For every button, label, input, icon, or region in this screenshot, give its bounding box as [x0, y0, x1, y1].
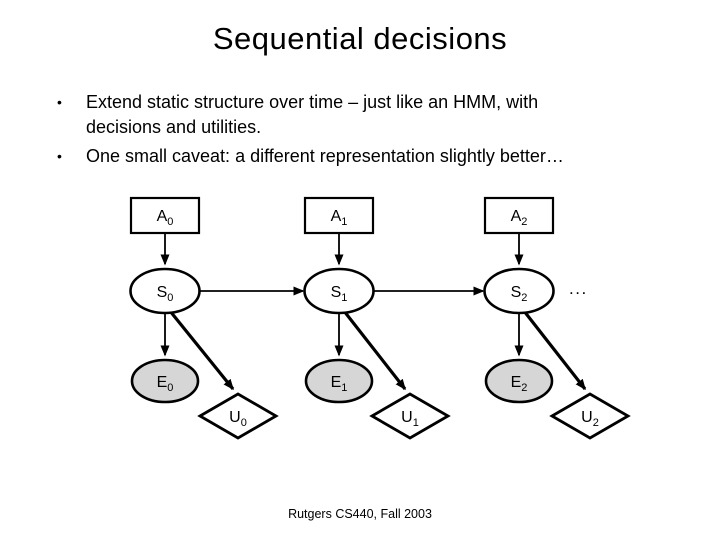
edge-S1-U1	[342, 310, 407, 391]
bullet-1-line-1: Extend static structure over time – just…	[86, 92, 539, 112]
node-A1	[303, 196, 375, 235]
bullet-1-line-2: decisions and utilities.	[86, 117, 262, 137]
bullet-text-2: One small caveat: a different representa…	[86, 144, 564, 169]
bullet-dot: •	[57, 94, 62, 110]
slide-title: Sequential decisions	[212, 21, 508, 56]
continuation-ellipsis: ...	[569, 279, 588, 298]
node-A1-label: A1	[331, 208, 348, 228]
node-U2-label: U2	[581, 409, 599, 429]
node-E0	[130, 358, 200, 404]
node-E2-label: E2	[511, 374, 528, 394]
node-U1-label: U1	[401, 409, 419, 429]
node-S0	[129, 267, 201, 315]
slide-footer: Rutgers CS440, Fall 2003	[288, 507, 432, 521]
node-S2	[483, 267, 555, 315]
edge-S0-U0	[168, 309, 235, 391]
edge-S2-U2	[522, 310, 587, 391]
node-E0-label: E0	[157, 374, 174, 394]
bullet-2-line-1: One small caveat: a different representa…	[86, 146, 564, 166]
bullet-text-1: Extend static structure over time – just…	[86, 90, 538, 140]
bullet-list: • Extend static structure over time – ju…	[57, 90, 657, 173]
node-U1	[369, 392, 451, 440]
node-U2	[549, 392, 631, 440]
bullet-item-1: • Extend static structure over time – ju…	[57, 90, 657, 140]
node-A2-label: A2	[511, 208, 528, 228]
node-A2	[483, 196, 555, 235]
node-U0	[197, 392, 279, 440]
node-U0-label: U0	[229, 409, 247, 429]
node-S1	[303, 267, 375, 315]
node-S2-label: S2	[511, 284, 528, 304]
node-E1	[304, 358, 374, 404]
bullet-dot: •	[57, 148, 62, 164]
node-A0	[129, 196, 201, 235]
node-E2	[484, 358, 554, 404]
node-S0-label: S0	[157, 284, 174, 304]
node-S1-label: S1	[331, 284, 348, 304]
bullet-item-2: • One small caveat: a different represen…	[57, 144, 657, 169]
node-E1-label: E1	[331, 374, 348, 394]
node-A0-label: A0	[157, 208, 174, 228]
